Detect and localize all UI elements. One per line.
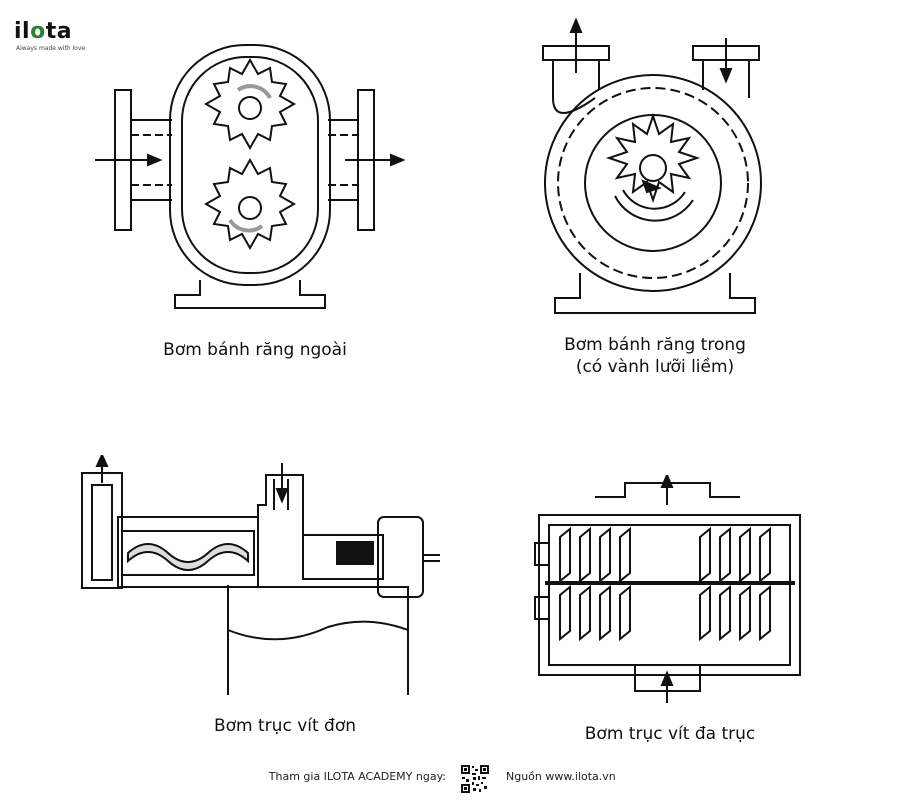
caption-single-screw-pump: Bơm trục vít đơn <box>120 716 450 736</box>
multi-screw-pump-diagram <box>534 475 801 703</box>
internal-gear-pump-diagram <box>542 18 762 314</box>
caption-line: Bơm trục vít đa trục <box>584 724 756 744</box>
single-screw-pump-diagram <box>81 455 440 695</box>
logo-wordmark: ilota <box>14 19 73 44</box>
caption-line: Bơm bánh răng trong <box>564 335 746 355</box>
footer: Tham gia ILOTA ACADEMY ngay: Nguồn www.i… <box>0 760 914 796</box>
logo-tagline: Always made with love <box>16 45 86 52</box>
caption-line: Bơm trục vít đơn <box>213 716 357 736</box>
brand-logo: ilota Always made with love <box>14 20 94 60</box>
caption-line: (có vành lưỡi liềm) <box>575 357 735 377</box>
qr-code-icon[interactable] <box>460 764 490 794</box>
external-gear-pump-diagram <box>95 44 406 309</box>
caption-external-gear-pump: Bơm bánh răng ngoài <box>90 340 420 360</box>
caption-internal-gear-pump: Bơm bánh răng trong (có vành lưỡi liềm) <box>520 334 790 378</box>
caption-multi-screw-pump: Bơm trục vít đa trục <box>520 724 820 744</box>
logo-text: ilota <box>14 20 72 44</box>
footer-source-text: Nguồn www.ilota.vn <box>506 770 616 783</box>
caption-line: Bơm bánh răng ngoài <box>163 340 347 360</box>
footer-join-text: Tham gia ILOTA ACADEMY ngay: <box>268 770 446 783</box>
